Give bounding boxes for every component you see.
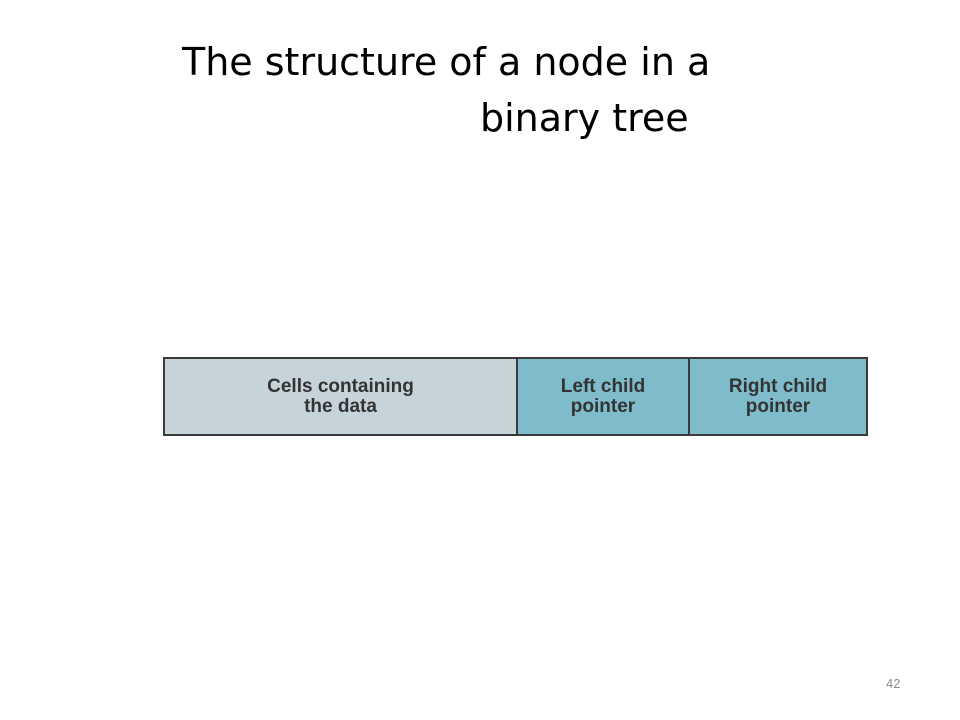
- slide-title: The structure of a node in a binary tree: [0, 34, 960, 146]
- slide-title-line-1: The structure of a node in a: [182, 40, 711, 84]
- left-child-pointer-cell: Left child pointer: [516, 359, 688, 434]
- left-child-pointer-label: Left child pointer: [560, 375, 646, 417]
- right-child-pointer-label: Right child pointer: [728, 375, 828, 417]
- data-cells-label: Cells containing the data: [267, 375, 414, 417]
- page-number: 42: [886, 676, 901, 691]
- right-child-pointer-cell: Right child pointer: [688, 359, 866, 434]
- data-cells: Cells containing the data: [165, 359, 516, 434]
- binary-tree-node-diagram: Cells containing the data Left child poi…: [163, 357, 868, 436]
- slide-title-line-2: binary tree: [480, 96, 689, 140]
